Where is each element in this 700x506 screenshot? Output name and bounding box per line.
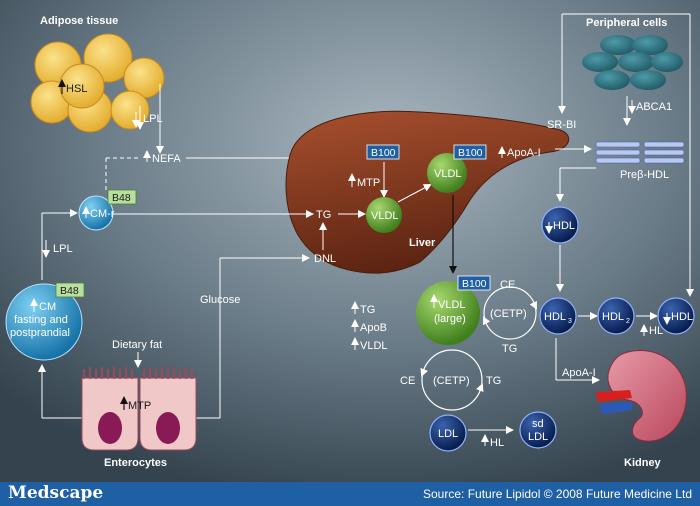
vldl-large-label-1: VLDL <box>438 299 466 311</box>
peripheral-cell-cluster <box>582 35 683 90</box>
abca1-label: ABCA1 <box>636 101 672 113</box>
b48-tag-top-label: B48 <box>112 192 131 204</box>
kidney-artery <box>596 390 632 402</box>
hdl3-particle <box>539 297 577 335</box>
apob-list-label: ApoB <box>360 322 387 334</box>
hdl-right-label: HDL <box>671 311 693 323</box>
cm-r-particle <box>78 195 114 231</box>
peripheral-cells-title: Peripheral cells <box>586 17 667 29</box>
b48-tag-bottom-label: B48 <box>60 285 79 297</box>
liver-label: Liver <box>409 237 436 249</box>
hdl2-particle <box>597 297 635 335</box>
lpl-left-label: LPL <box>53 243 73 255</box>
cm-particle <box>5 283 83 361</box>
enterocytes-label: Enterocytes <box>104 457 167 469</box>
apoa1-kidney-label: ApoA-I <box>562 367 596 379</box>
ldl-label: LDL <box>438 428 458 440</box>
hdl3-subscript: 3 <box>568 318 572 325</box>
sr-bi-label: SR-BI <box>547 119 576 131</box>
ldl-particle <box>429 414 467 452</box>
vldl-small-particle <box>366 197 402 233</box>
dietary-fat-label: Dietary fat <box>112 339 162 351</box>
hdl3-label: HDL <box>544 311 566 323</box>
cetp-cycle-bottom <box>421 349 483 411</box>
hdl2-subscript: 2 <box>626 318 630 325</box>
fasting-label-1: fasting and <box>14 314 68 326</box>
cetp-top-label: (CETP) <box>490 308 527 320</box>
b100-tag-large-label: B100 <box>462 278 487 290</box>
cm-r-label: CM-r <box>90 208 115 220</box>
cetp-cycle-top <box>483 286 537 340</box>
medscape-logo[interactable]: Medscape <box>8 483 104 503</box>
hdl2-label: HDL <box>602 311 624 323</box>
b48-tag-top <box>107 189 137 205</box>
tg-bottom-label: TG <box>486 375 501 387</box>
cm-label: CM <box>39 301 56 313</box>
apoa1-liver-label: ApoA-I <box>507 147 541 159</box>
hdl-right-particle <box>657 297 695 335</box>
footer-bar: Medscape Source: Future Lipidol © 2008 F… <box>0 482 700 506</box>
b100-tag-liver <box>366 144 400 160</box>
mtp-enterocytes-label: MTP <box>128 400 151 412</box>
hdl-top-particle <box>541 206 579 244</box>
vldl-list-label: VLDL <box>360 340 388 352</box>
b100-tag-vldl <box>453 144 487 160</box>
tg-top-label: TG <box>502 343 517 355</box>
kidney-shape <box>607 350 687 442</box>
lpl-top-label: LPL <box>143 113 163 125</box>
adipose-tissue-title: Adipose tissue <box>40 15 118 27</box>
hsl-label: HSL <box>66 83 87 95</box>
tg-label: TG <box>316 209 331 221</box>
tg-list-label: TG <box>360 304 375 316</box>
b100-tag-vldl-label: B100 <box>458 147 483 159</box>
pre-beta-hdl-discs <box>595 141 685 164</box>
lipoprotein-metabolism-diagram: Adipose tissue HSL LPL NEFA FA Liver TG … <box>0 0 700 482</box>
enterocyte-cells <box>81 366 197 451</box>
sd-ldl-particle <box>519 411 557 449</box>
b100-tag-large <box>457 275 491 291</box>
hl-bottom-label: HL <box>490 437 504 449</box>
vldl-mid-particle <box>427 153 467 193</box>
ce-bottom-label: CE <box>400 375 415 387</box>
b100-tag-liver-label: B100 <box>371 147 396 159</box>
kidney-label: Kidney <box>624 457 662 469</box>
fasting-label-2: postprandial <box>10 327 70 339</box>
nefa-label: NEFA <box>152 153 181 165</box>
kidney-vein <box>600 402 632 414</box>
source-credit: Source: Future Lipidol © 2008 Future Med… <box>423 487 692 501</box>
cetp-bottom-label: (CETP) <box>433 375 470 387</box>
b48-tag-bottom <box>55 282 85 298</box>
mtp-liver-label: MTP <box>357 177 380 189</box>
vldl-large-label-2: (large) <box>434 313 466 325</box>
vldl-mid-label: VLDL <box>434 168 462 180</box>
dnl-label: DNL <box>314 253 336 265</box>
sd-ldl-label: LDL <box>528 431 548 443</box>
vldl-small-label: VLDL <box>371 210 399 222</box>
sd-label: sd <box>532 418 544 430</box>
pre-beta-hdl-label: Preβ-HDL <box>620 169 669 181</box>
hdl-top-label: HDL <box>553 220 575 232</box>
hl-right-label: HL <box>649 325 663 337</box>
ce-top-label: CE <box>500 279 515 291</box>
